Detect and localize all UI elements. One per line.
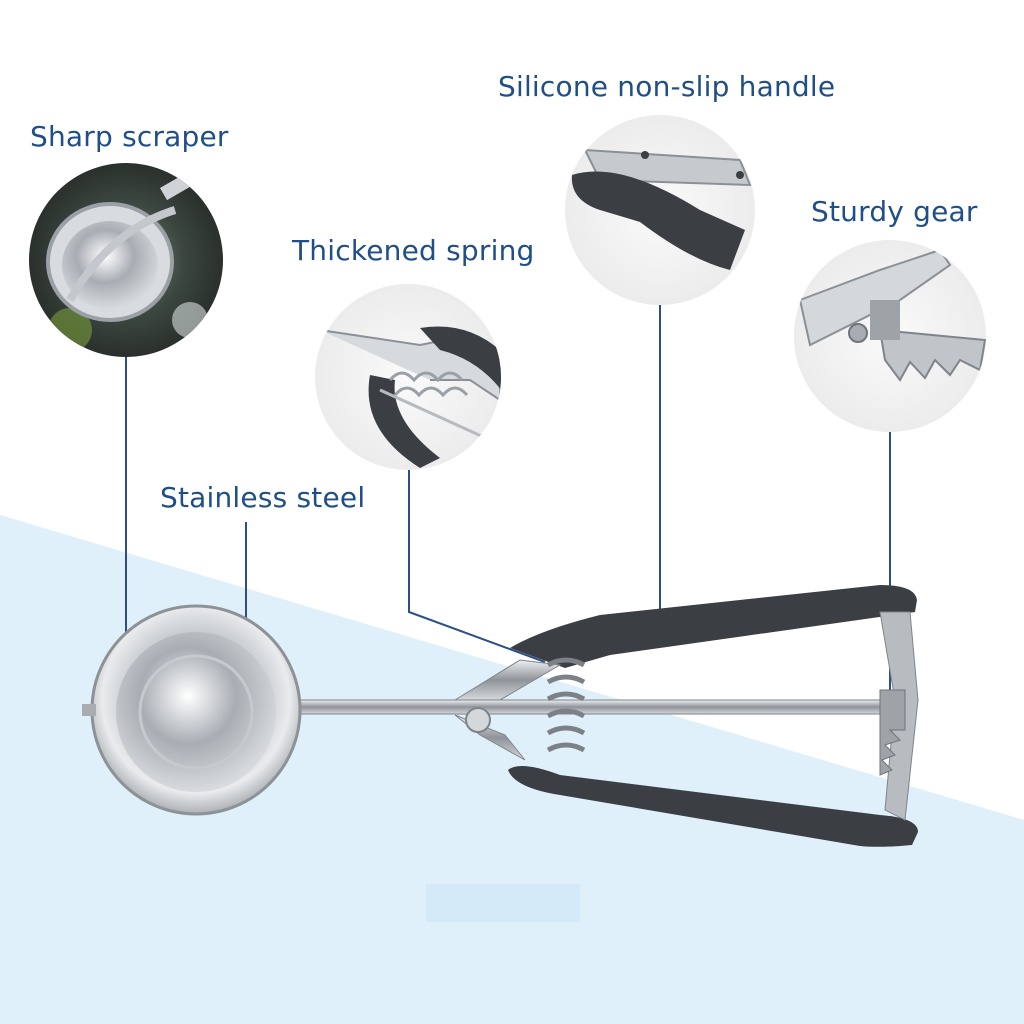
label-silicone-handle: Silicone non-slip handle bbox=[498, 70, 836, 103]
handle-detail-circle bbox=[565, 115, 755, 305]
scoop-product bbox=[82, 585, 919, 847]
spring-detail-circle bbox=[315, 284, 501, 470]
callout-line-spring bbox=[408, 470, 546, 663]
main-spring bbox=[546, 657, 586, 753]
label-sturdy-gear: Sturdy gear bbox=[811, 195, 978, 228]
gear-detail-circle bbox=[794, 240, 986, 432]
label-sharp-scraper: Sharp scraper bbox=[30, 120, 229, 153]
label-stainless-steel: Stainless steel bbox=[160, 481, 366, 514]
background-accent bbox=[426, 884, 580, 922]
scraper-detail-circle bbox=[29, 163, 223, 357]
label-thickened-spring: Thickened spring bbox=[292, 234, 535, 267]
upper-handle bbox=[510, 585, 917, 668]
scoop-rod bbox=[299, 699, 891, 715]
lower-handle bbox=[508, 766, 918, 847]
main-gear bbox=[879, 689, 906, 776]
